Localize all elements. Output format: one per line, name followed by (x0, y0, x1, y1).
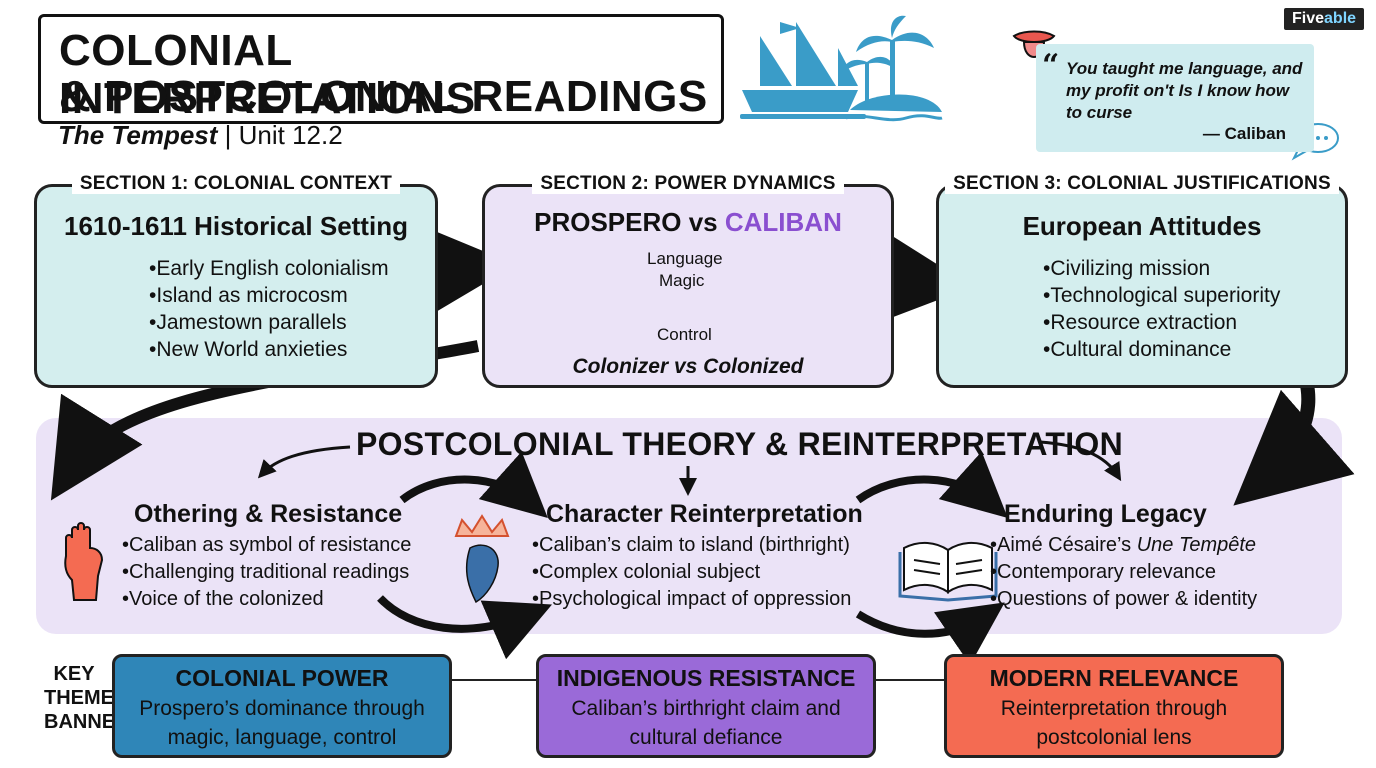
key-themes-label: KEY THEMES BANNER (44, 662, 130, 734)
palm-island-icon (842, 15, 943, 122)
othering-bullet: Voice of the colonized (122, 586, 411, 613)
section-colonial-context: SECTION 1: COLONIAL CONTEXT 1610-1611 Hi… (34, 173, 438, 388)
theme-body-line: postcolonial lens (1036, 726, 1192, 749)
section2-label: SECTION 2: POWER DYNAMICS (532, 173, 844, 194)
quote-text: You taught me language, and my profit on… (1066, 59, 1303, 122)
section2-title: PROSPERO vs CALIBAN (485, 207, 891, 238)
theme-body-line: Caliban’s birthright claim and (571, 697, 841, 720)
section1-bullet: Island as microcosm (149, 282, 389, 309)
theme-body-line: Reinterpretation through (1000, 697, 1228, 720)
tag-magic: Magic (659, 271, 705, 290)
section1-bullet: New World anxieties (149, 336, 389, 363)
arrow-title-left (257, 445, 351, 479)
brand-part1: Five (1292, 10, 1325, 27)
othering-title: Othering & Resistance (134, 500, 403, 528)
section3-bullet: Resource extraction (1043, 309, 1280, 336)
section3-bullet: Cultural dominance (1043, 336, 1280, 363)
main-title-line1: COLONIAL INTERPRETATIONS (59, 26, 476, 123)
section1-bullet: Early English colonialism (149, 255, 388, 282)
arrow-character-to-legacy-bottom (855, 602, 1005, 666)
crown-island-icon (454, 514, 510, 604)
section1-title: 1610-1611 Historical Setting (64, 211, 408, 241)
section3-bullet: Technological superiority (1043, 282, 1280, 309)
othering-bullet: Caliban as symbol of resistance (122, 532, 411, 559)
raised-fist-icon (64, 522, 104, 601)
section-colonial-justifications: SECTION 3: COLONIAL JUSTIFICATIONS Europ… (936, 173, 1348, 388)
character-title: Character Reinterpretation (546, 500, 863, 528)
theme-colonial-power: COLONIAL POWER Prospero’s dominance thro… (112, 654, 452, 758)
theme-body-line: Prospero’s dominance through (139, 697, 425, 720)
character-bullet: Psychological impact of oppression (532, 586, 851, 613)
quote-box: “ You taught me language, and my profit … (1036, 44, 1314, 152)
section3-label: SECTION 3: COLONIAL JUSTIFICATIONS (945, 173, 1339, 194)
subtitle: The Tempest | Unit 12.2 (58, 118, 343, 152)
legacy-title: Enduring Legacy (1004, 500, 1207, 528)
tag-language: Language (647, 249, 723, 268)
key-themes-label-line: THEMES (44, 687, 128, 709)
theme-modern-relevance: MODERN RELEVANCE Reinterpretation throug… (944, 654, 1284, 758)
theory-title: POSTCOLONIAL THEORY & REINTERPRETATION (356, 426, 1123, 462)
section3-bullets: Civilizing mission Technological superio… (1043, 255, 1280, 363)
key-themes-label-line: BANNER (44, 711, 130, 733)
arrow-character-to-legacy-top (855, 451, 1008, 519)
legacy-bullet-prefix: Aimé Césaire’s (997, 534, 1137, 556)
section3-bullet: Civilizing mission (1043, 255, 1280, 282)
legacy-bullet: Questions of power & identity (990, 586, 1257, 613)
legacy-bullet: Aimé Césaire’s Une Tempête (990, 532, 1257, 559)
theme-body-line: magic, language, control (167, 726, 397, 749)
theme-title: COLONIAL POWER (175, 665, 389, 691)
title-box: COLONIAL INTERPRETATIONS & POSTCOLONIAL … (38, 14, 724, 124)
theme-indigenous-resistance: INDIGENOUS RESISTANCE Caliban’s birthrig… (536, 654, 876, 758)
subtitle-work: The Tempest (58, 120, 218, 150)
character-bullets: Caliban’s claim to island (birthright) C… (532, 532, 851, 613)
open-quote-mark: “ (1042, 48, 1060, 83)
key-themes-label-line: KEY (53, 663, 95, 685)
subtitle-unit: | Unit 12.2 (217, 120, 343, 150)
character-bullet: Caliban’s claim to island (birthright) (532, 532, 851, 559)
theme-title: MODERN RELEVANCE (989, 665, 1239, 691)
section1-bullets: Early English colonialism Island as micr… (149, 255, 389, 363)
character-bullet: Complex colonial subject (532, 559, 851, 586)
section-power-dynamics: SECTION 2: POWER DYNAMICS PROSPERO vs CA… (482, 173, 894, 388)
legacy-bullets: Aimé Césaire’s Une Tempête Contemporary … (990, 532, 1257, 613)
theme-title: INDIGENOUS RESISTANCE (556, 665, 856, 691)
section2-caption: Colonizer vs Colonized (572, 355, 804, 378)
open-book-icon (898, 542, 998, 602)
section3-title: European Attitudes (1022, 211, 1262, 241)
section1-bullet: Jamestown parallels (149, 309, 389, 336)
othering-bullets: Caliban as symbol of resistance Challeng… (122, 532, 411, 613)
legacy-bullet-work: Une Tempête (1136, 534, 1257, 556)
section1-label: SECTION 1: COLONIAL CONTEXT (71, 173, 401, 194)
ship-icon (740, 22, 866, 119)
prospero-label: PROSPERO vs (534, 207, 725, 237)
main-title-line2: & POSTCOLONIAL READINGS (59, 72, 708, 121)
brand-logo: Fiveable (1284, 8, 1365, 30)
othering-bullet: Challenging traditional readings (122, 559, 411, 586)
caliban-label: CALIBAN (724, 207, 842, 237)
brand-part2: able (1324, 10, 1357, 27)
tag-control: Control (657, 325, 712, 344)
arrow-othering-to-character-top (399, 451, 548, 519)
theme-body-line: cultural defiance (629, 726, 783, 749)
quote-attribution: — Caliban (1202, 124, 1286, 143)
legacy-bullet: Contemporary relevance (990, 559, 1257, 586)
